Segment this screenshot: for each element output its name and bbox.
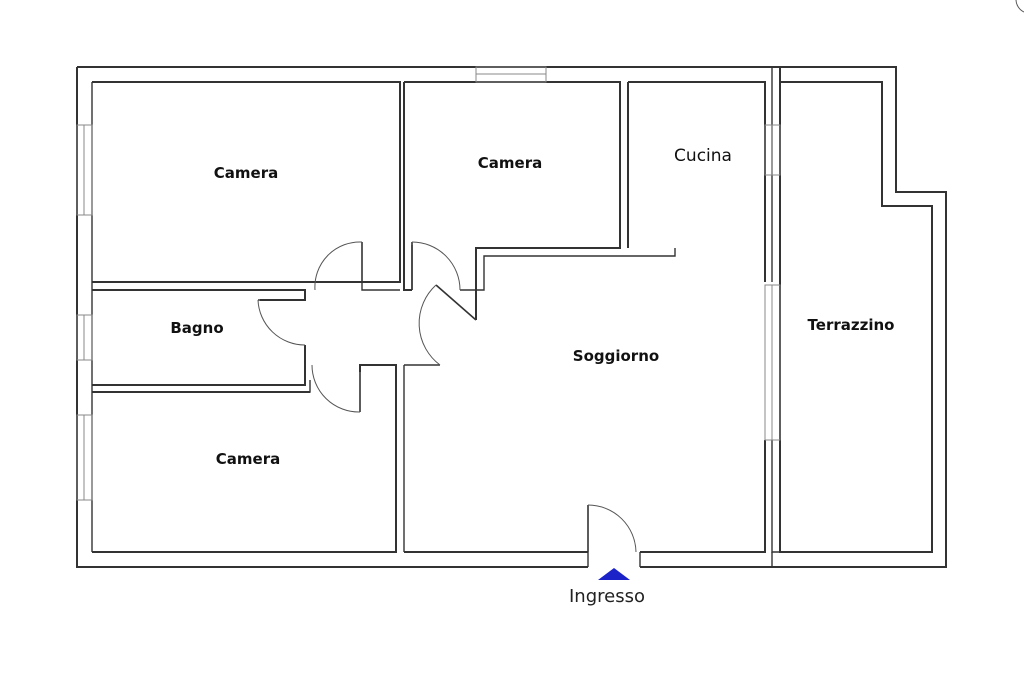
room-camera-top-left [92,81,401,291]
room-terrazzino [771,67,933,567]
door-camera-bottom-left [311,364,361,413]
door-camera-top-left [314,241,363,291]
entrance-label: Ingresso [569,586,645,607]
entrance-marker-icon [598,568,630,580]
room-label-bagno: Bagno [170,319,223,337]
room-label-camera-top-left: Camera [214,164,278,182]
room-cucina [627,67,773,282]
door-bagno [257,299,306,346]
door-camera-top-center [411,241,461,291]
door-ingresso [587,504,641,567]
windows [76,66,781,501]
room-soggiorno [404,440,780,553]
room-label-cucina: Cucina [674,146,732,166]
corner-arc-decoration [1015,0,1024,13]
room-label-soggiorno: Soggiorno [573,347,659,365]
room-camera-top-center [403,81,676,320]
door-soggiorno [418,284,477,366]
room-label-camera-top-center: Camera [478,154,542,172]
room-label-terrazzino: Terrazzino [808,316,895,334]
room-label-camera-bottom-left: Camera [216,450,280,468]
room-bagno [92,289,311,393]
doors [257,241,641,567]
